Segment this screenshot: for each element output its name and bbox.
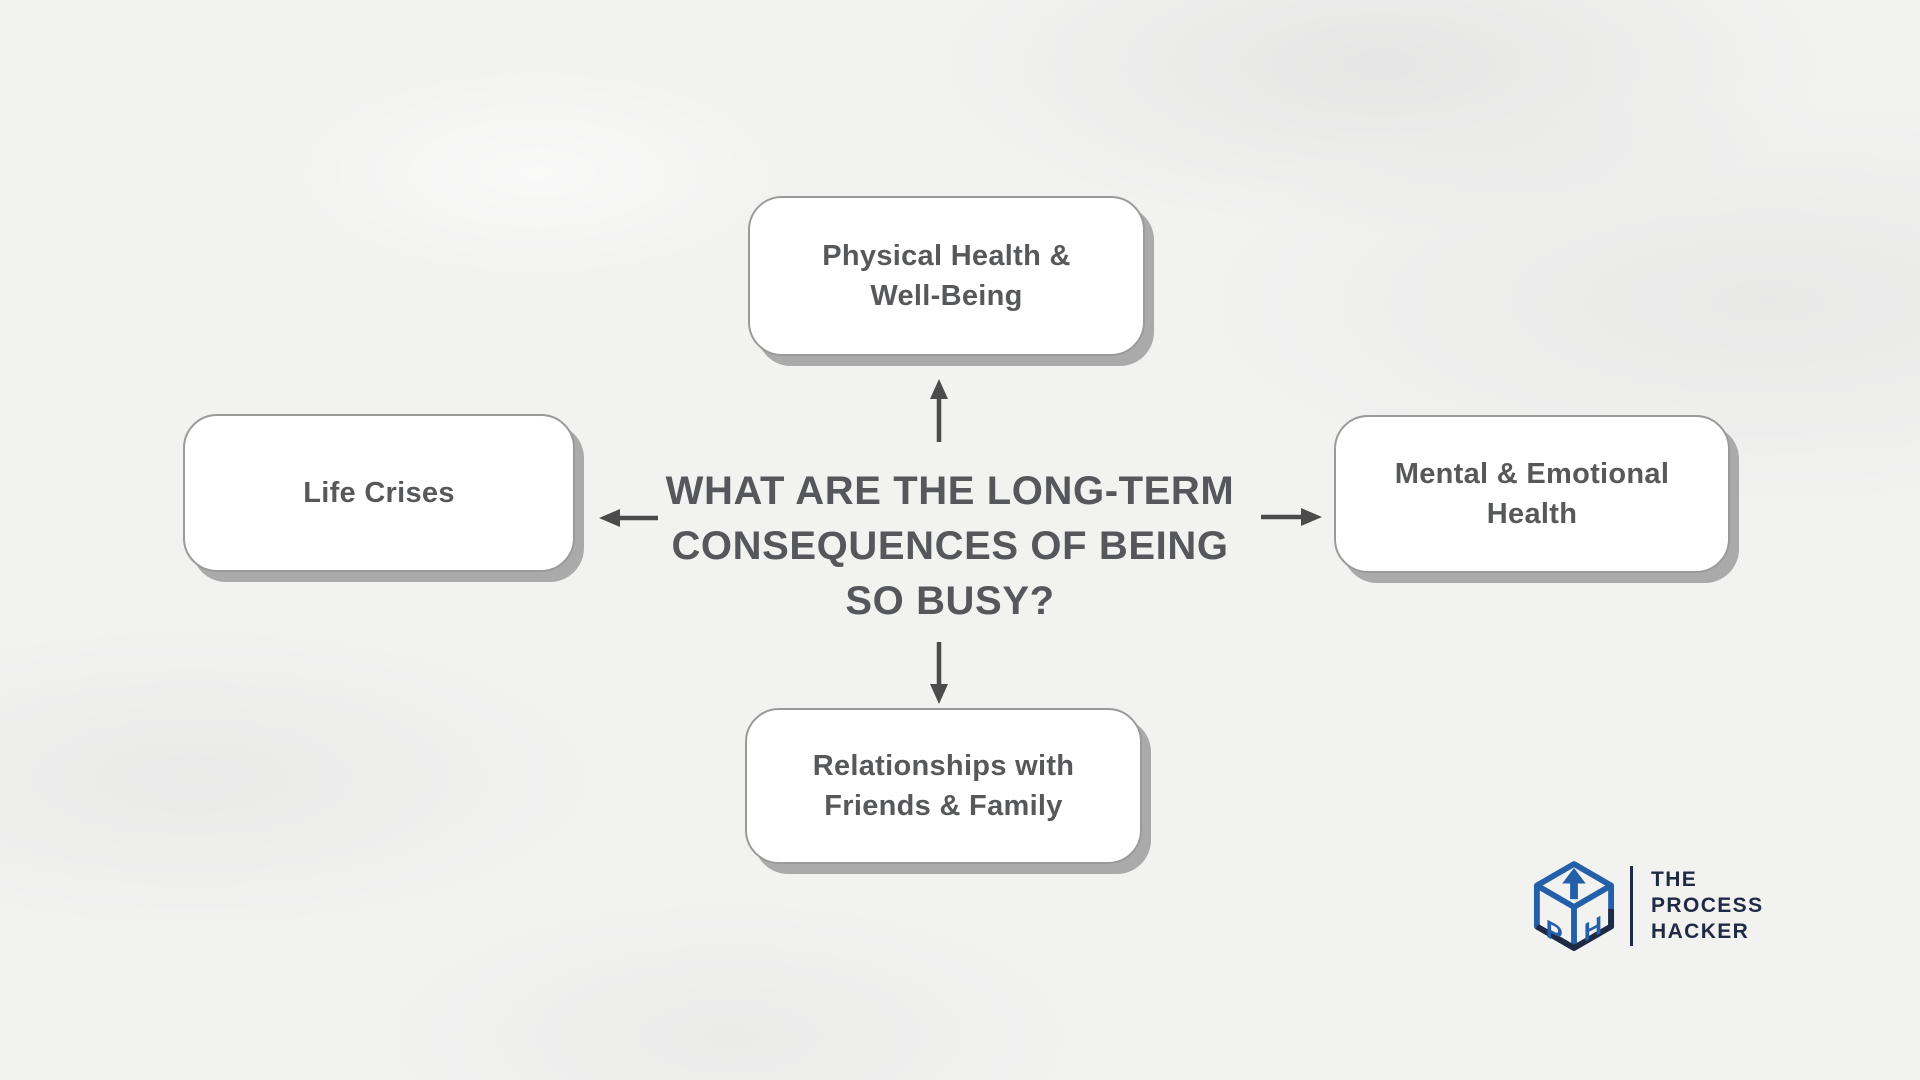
node-relationships: Relationships with Friends & Family <box>745 708 1142 864</box>
node-life-crises: Life Crises <box>183 414 575 572</box>
arrow-up-icon <box>930 379 948 442</box>
node-label-line: Friends & Family <box>824 790 1063 822</box>
node-mental-emotional-health: Mental & Emotional Health <box>1334 415 1730 573</box>
node-physical-health: Physical Health & Well-Being <box>748 196 1145 356</box>
cube-arrow-icon <box>1562 867 1586 900</box>
cube-letter-h: H <box>1584 909 1602 948</box>
center-question: WHAT ARE THE LONG-TERM CONSEQUENCES OF B… <box>610 464 1290 629</box>
logo-divider <box>1630 866 1633 946</box>
node-label-line: Health <box>1486 498 1578 530</box>
node-label-line: Mental & Emotional <box>1394 458 1670 490</box>
center-question-line: CONSEQUENCES OF BEING <box>671 524 1229 568</box>
node-label-line: Physical Health & <box>822 240 1071 272</box>
center-question-line: SO BUSY? <box>845 579 1055 623</box>
cube-letter-p: P <box>1546 913 1563 951</box>
node-label-line: Life Crises <box>303 477 455 509</box>
node-label-line: Relationships with <box>812 750 1075 782</box>
brand-name-line: PROCESS <box>1651 894 1764 917</box>
brand-name-line: THE <box>1651 868 1698 891</box>
arrow-down-icon <box>930 642 948 704</box>
node-label-line: Well-Being <box>870 280 1023 312</box>
center-question-line: WHAT ARE THE LONG-TERM <box>665 469 1235 513</box>
brand-name: THE PROCESS HACKER <box>1651 867 1764 945</box>
process-hacker-cube-icon: P H <box>1533 861 1615 951</box>
brand-logo: P H THE PROCESS HACKER <box>1533 858 1764 954</box>
brand-name-line: HACKER <box>1651 920 1750 943</box>
cube-shadow-edge <box>1535 908 1615 951</box>
